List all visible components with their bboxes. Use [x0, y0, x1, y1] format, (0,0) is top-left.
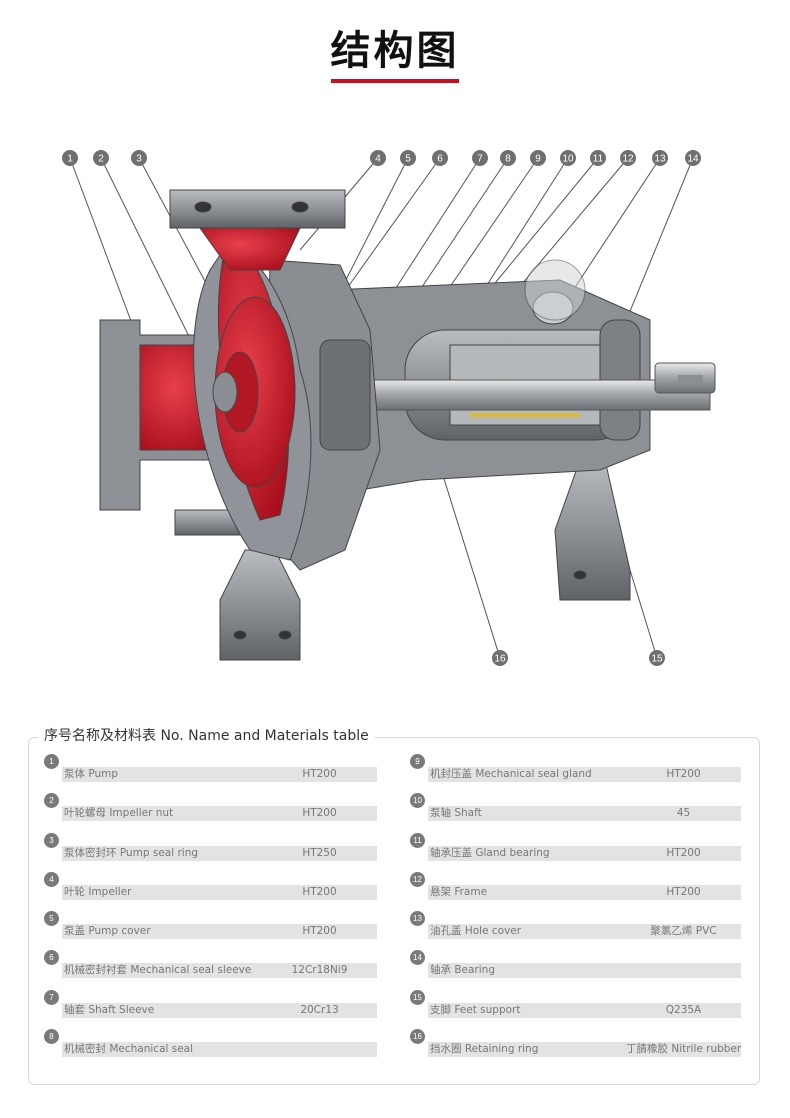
callout-12-label: 12 — [622, 154, 634, 165]
callout-3-label: 3 — [136, 154, 142, 165]
materials-table — [28, 737, 760, 1085]
callout-7-label: 7 — [477, 154, 483, 165]
callout-5-marker — [400, 150, 416, 166]
part-material: 聚氯乙烯 PVC — [626, 924, 741, 940]
part-material: 丁腈橡胶 Nitrile rubber — [626, 1042, 741, 1058]
callout-3-marker — [131, 150, 147, 166]
part-name: 轴承压盖 Gland bearing — [428, 845, 626, 861]
row-number-badge: 6 — [44, 950, 59, 966]
part-name: 泵盖 Pump cover — [62, 924, 304, 940]
callout-4-marker — [370, 150, 386, 166]
part-name: 机械密封 Mechanical seal — [62, 1042, 304, 1058]
callout-6-label: 6 — [437, 154, 443, 165]
callout-8-marker — [500, 150, 516, 166]
part-material: HT250 — [262, 845, 377, 861]
callout-4-label: 4 — [375, 154, 381, 165]
part-material: 20Cr13 — [262, 1002, 377, 1018]
callout-13-marker — [652, 150, 668, 166]
part-material: HT200 — [262, 924, 377, 940]
row-number-badge: 1 — [44, 754, 59, 769]
row-number-badge: 16 — [410, 1029, 425, 1045]
part-name: 泵轴 Shaft — [428, 806, 626, 822]
table-title: 序号名称及材料表 No. Name and Materials table — [38, 725, 375, 745]
part-material — [262, 1042, 377, 1058]
row-number-badge: 9 — [410, 754, 425, 769]
part-material: Q235A — [626, 1002, 741, 1018]
callout-16-label: 16 — [494, 654, 506, 665]
part-material: HT200 — [262, 767, 377, 782]
callout-13-label: 13 — [654, 154, 666, 165]
part-name: 悬架 Frame — [428, 884, 626, 900]
callout-9-label: 9 — [535, 154, 541, 165]
row-number-badge: 7 — [44, 989, 59, 1005]
part-name: 叶轮 Impeller — [62, 884, 304, 900]
callout-14-label: 14 — [687, 154, 699, 165]
callout-6-marker — [432, 150, 448, 166]
part-material — [626, 963, 741, 979]
row-number-badge: 11 — [410, 832, 425, 848]
callout-16-marker — [492, 650, 508, 666]
row-number-badge: 3 — [44, 832, 59, 848]
part-material: 45 — [626, 806, 741, 822]
part-name: 泵体 Pump — [62, 767, 304, 782]
part-material: HT200 — [626, 767, 741, 782]
row-number-badge: 2 — [44, 793, 59, 809]
impeller — [212, 296, 296, 488]
callout-7-marker — [472, 150, 488, 166]
row-number-badge: 15 — [410, 989, 425, 1005]
part-material: HT200 — [262, 884, 377, 900]
part-name: 轴承 Bearing — [428, 963, 626, 979]
row-number-badge: 14 — [410, 950, 425, 966]
part-name: 支脚 Feet support — [428, 1002, 626, 1018]
callout-1-marker — [62, 150, 78, 166]
part-name: 挡水圈 Retaining ring — [428, 1042, 626, 1058]
part-material: 12Cr18Ni9 — [262, 963, 377, 979]
part-name: 机封压盖 Mechanical seal gland — [428, 767, 626, 782]
row-number-badge: 5 — [44, 911, 59, 927]
title-underline — [331, 79, 459, 83]
callout-10-label: 10 — [562, 154, 574, 165]
frame-foot — [554, 459, 631, 601]
row-number-badge: 12 — [410, 871, 425, 887]
part-name: 油孔盖 Hole cover — [428, 924, 626, 940]
row-number-badge: 4 — [44, 871, 59, 887]
callout-11-marker — [590, 150, 606, 166]
callout-2-marker — [93, 150, 109, 166]
row-number-badge: 8 — [44, 1029, 59, 1045]
row-number-badge: 10 — [410, 793, 425, 809]
callout-14-marker — [685, 150, 701, 166]
callout-2-label: 2 — [98, 154, 104, 165]
page-title: 结构图 — [330, 28, 460, 74]
pump-foot — [174, 509, 301, 661]
part-name: 轴套 Shaft Sleeve — [62, 1002, 304, 1018]
part-name: 泵体密封环 Pump seal ring — [62, 845, 304, 861]
part-name: 机械密封衬套 Mechanical seal sleeve — [62, 963, 304, 979]
part-material: HT200 — [262, 806, 377, 822]
callout-8-label: 8 — [505, 154, 511, 165]
callout-12-marker — [620, 150, 636, 166]
callout-9-marker — [530, 150, 546, 166]
part-name: 叶轮螺母 Impeller nut — [62, 806, 304, 822]
callout-15-label: 15 — [651, 654, 663, 665]
callout-11-label: 11 — [593, 154, 604, 165]
part-material: HT200 — [626, 845, 741, 861]
callout-5-label: 5 — [405, 154, 411, 165]
part-material: HT200 — [626, 884, 741, 900]
callout-1-label: 1 — [67, 154, 73, 165]
row-number-badge: 13 — [410, 911, 425, 927]
callout-15-marker — [649, 650, 665, 666]
callout-10-marker — [560, 150, 576, 166]
